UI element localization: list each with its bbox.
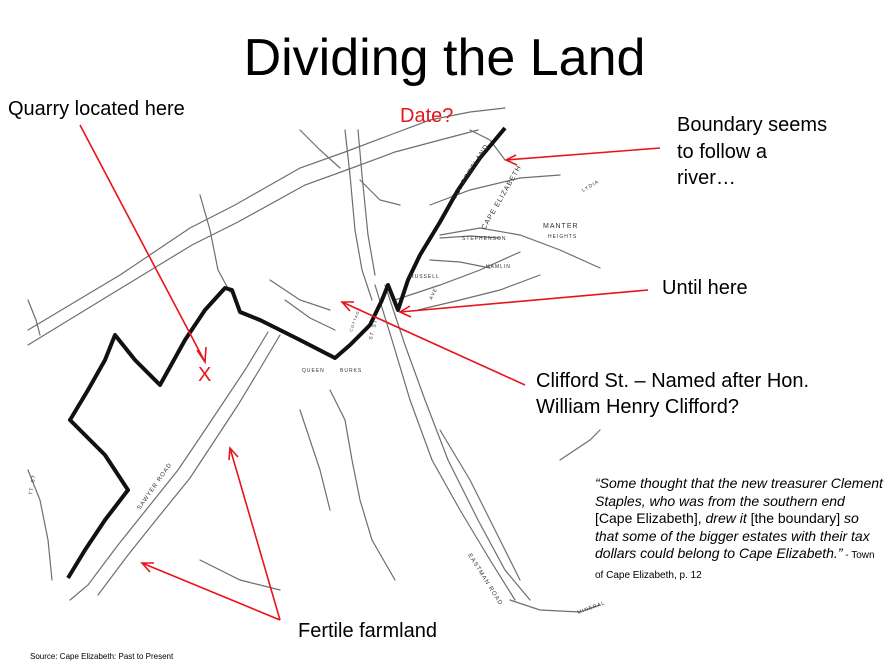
road-mineral [509,599,601,613]
map-text: SO. PORTLAND CAPE ELIZABETH MANTER HEIGH… [28,143,606,616]
road-right-curve [559,429,601,461]
arrowhead-boundary [504,154,518,166]
quote-part-4: [the boundary] [750,510,845,527]
road-east-lower [417,274,541,311]
quote-part-2: [Cape Elizabeth], [595,510,706,527]
road-eastman [439,429,521,581]
boundary-line [66,126,507,580]
road-central-long [374,284,516,601]
road-central-long-2 [384,284,531,601]
map-label-street: ST. ST. [368,317,380,341]
map-label-hamlin: HAMLIN [486,264,511,270]
until-here-label: Until here [662,277,748,299]
road-hamlin [429,259,491,269]
map-label-mineral: MINERAL [577,600,607,616]
road-upper-diagonal-2 [27,129,479,346]
arrowhead-clifford [340,301,354,312]
road-right-cape [429,174,561,206]
source-credit: Source: Cape Elizabeth: Past to Present [30,652,174,661]
arrow-fertile-1 [229,447,281,621]
clifford-label-line2: William Henry Clifford? [536,396,740,418]
quarry-label: Quarry located here [8,98,185,120]
map-label-ave: AVE [428,287,439,301]
arrow-boundary [505,147,661,161]
date-label: Date? [400,105,454,127]
map-label-lydia: LYDIA [581,179,601,194]
road-upper-right-2 [299,129,341,169]
map-label-burks: BURKS [340,368,362,374]
road-small-1 [269,279,331,311]
map-label-ts: TT. ST [28,474,38,495]
road-curve-top [199,194,231,293]
road-small-3 [359,179,401,206]
map-label-manter: MANTER [543,223,579,230]
road-bottom-left [27,469,53,581]
road-upper-right [469,129,506,161]
boundary-label-line1: Boundary seems [677,114,828,136]
quote-part-1: “Some thought that the new treasurer Cle… [595,475,883,509]
map-label-queen: QUEEN [302,368,325,374]
sawyer-road [69,331,269,601]
arrow-quarry [79,124,206,363]
sawyer-road-2 [97,334,281,596]
road-bottom-mid [199,559,281,591]
stream-center [329,389,396,581]
fertile-farmland-label: Fertile farmland [298,620,437,642]
map-label-cape: CAPE ELIZABETH [481,164,524,231]
quote-part-3: drew it [705,510,751,527]
road-left-cross [27,299,41,336]
arrowhead-until [398,305,412,318]
road-small-2 [284,299,336,331]
quote-part-5: so that some of the bigger estates with … [595,510,870,562]
road-right-cape-2 [439,227,601,269]
road-stephenson [439,235,501,239]
road-north-south-2 [357,129,376,276]
quote-citation: - Town of Cape Elizabeth, p. 12 [595,550,875,581]
map-label-portland: SO. PORTLAND [451,143,491,201]
arrowhead-fertile-2 [140,562,154,573]
arrow-clifford [341,301,526,386]
road-east [394,251,521,301]
quarry-x-mark: X [198,364,212,386]
arrow-until [399,289,649,313]
slide-title: Dividing the Land [243,29,646,87]
annotation-arrows [79,124,661,621]
map-label-heights: HEIGHTS [548,234,577,240]
staples-quote: “Some thought that the new treasurer Cle… [595,475,885,585]
arrowhead-fertile-1 [228,446,239,461]
clifford-label-line1: Clifford St. – Named after Hon. [536,370,810,392]
boundary-label-line3: river… [677,167,736,189]
stream-center-2 [299,409,331,511]
arrowhead-quarry [196,346,207,365]
map-label-eastman: EASTMAN ROAD [466,553,503,607]
road-north-south [344,129,373,301]
map-roads [27,107,601,613]
map-label-russell: RUSSELL [410,274,440,280]
road-upper-diagonal [27,107,506,331]
map-label-stephenson: STEPHENSON [462,236,506,242]
boundary-label-line2: to follow a [677,141,768,163]
arrow-fertile-2 [141,562,281,621]
map-label-sawyer: SAWYER ROAD [137,462,174,511]
